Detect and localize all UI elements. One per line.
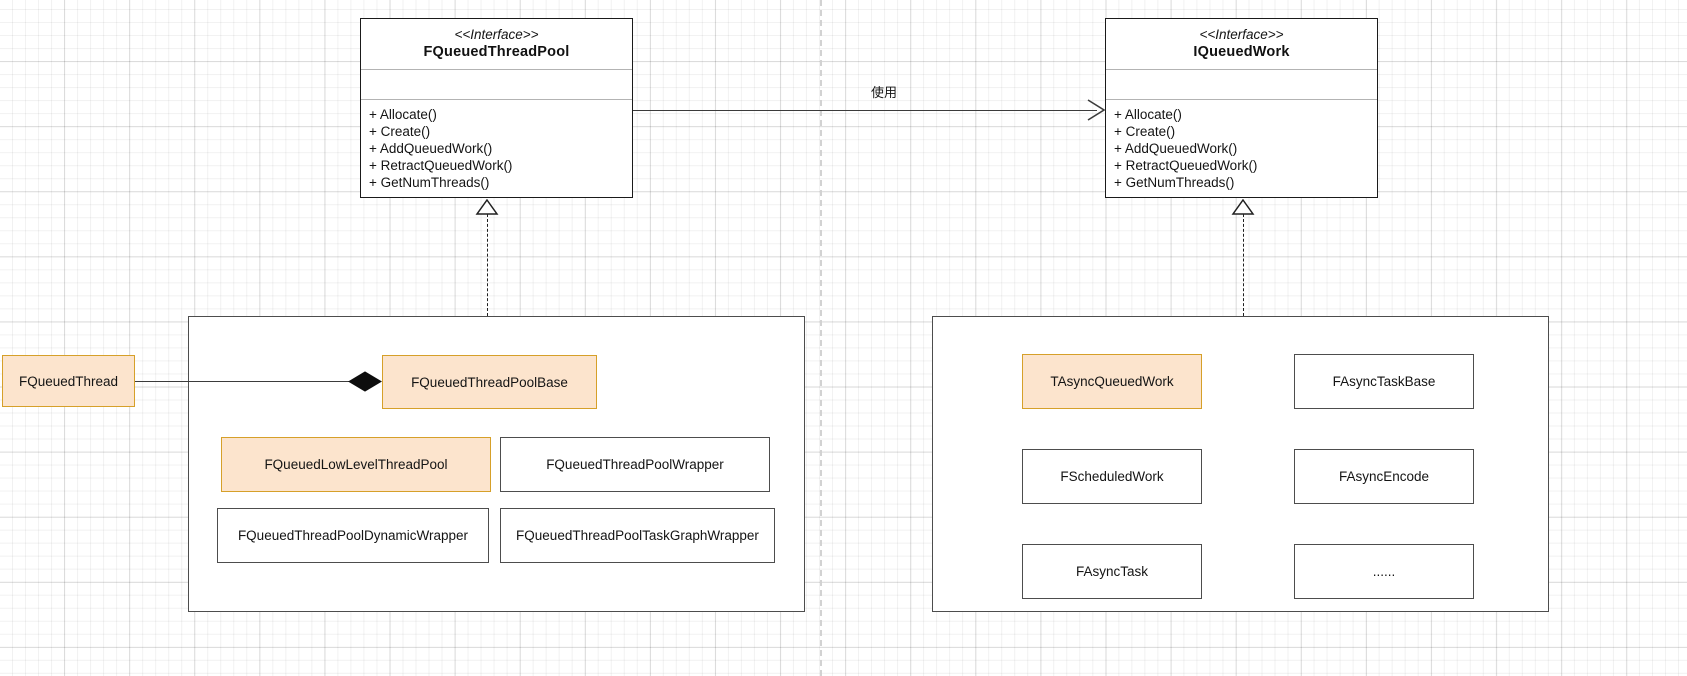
- node-fqueuedlowlevelthreadpool[interactable]: FQueuedLowLevelThreadPool: [221, 437, 491, 492]
- node-fqueuedthreadpoolwrapper[interactable]: FQueuedThreadPoolWrapper: [500, 437, 770, 492]
- uses-edge-line: [633, 110, 1097, 111]
- node-fscheduledwork[interactable]: FScheduledWork: [1022, 449, 1202, 504]
- realization-triangle-right: [1231, 199, 1255, 215]
- operation-item: + GetNumThreads(): [1114, 174, 1235, 190]
- realization-line-left: [486, 214, 488, 316]
- node-label: FAsyncEncode: [1338, 469, 1430, 484]
- interface-header: <<Interface>> FQueuedThreadPool: [361, 19, 632, 70]
- interface-name: FQueuedThreadPool: [423, 43, 570, 60]
- realization-triangle-left: [475, 199, 499, 215]
- node-fasynctask[interactable]: FAsyncTask: [1022, 544, 1202, 599]
- attributes-compartment: [1106, 70, 1377, 100]
- node-tasyncqueuedwork[interactable]: TAsyncQueuedWork: [1022, 354, 1202, 409]
- node-fqueuedthreadpooltaskgraphwrapper[interactable]: FQueuedThreadPoolTaskGraphWrapper: [500, 508, 775, 563]
- operation-item: + RetractQueuedWork(): [1114, 157, 1258, 173]
- node-label: FScheduledWork: [1060, 469, 1164, 484]
- node-label: FQueuedThreadPoolWrapper: [546, 457, 724, 472]
- operations-compartment: + Allocate() + Create() + AddQueuedWork(…: [361, 100, 632, 197]
- operation-item: + GetNumThreads(): [369, 174, 490, 190]
- node-label: FAsyncTaskBase: [1332, 374, 1436, 389]
- composition-diamond: [348, 371, 382, 392]
- node-label: FQueuedLowLevelThreadPool: [264, 457, 448, 472]
- interface-name: IQueuedWork: [1193, 43, 1290, 60]
- node-label: FQueuedThread: [18, 373, 119, 389]
- node-label: FQueuedThreadPoolTaskGraphWrapper: [516, 528, 759, 543]
- attributes-compartment: [361, 70, 632, 100]
- node-fqueuedthreadpooldynamicwrapper[interactable]: FQueuedThreadPoolDynamicWrapper: [217, 508, 489, 563]
- node-label: FQueuedThreadPoolDynamicWrapper: [237, 528, 469, 543]
- node-label: FQueuedThreadPoolBase: [411, 374, 568, 390]
- stereotype-label: <<Interface>>: [1199, 27, 1284, 42]
- page-break-line: [820, 0, 822, 676]
- node-fqueuedthread[interactable]: FQueuedThread: [2, 355, 135, 407]
- operation-item: + Allocate(): [1114, 106, 1182, 122]
- operation-item: + Create(): [1114, 123, 1176, 139]
- node-fasyncencode[interactable]: FAsyncEncode: [1294, 449, 1474, 504]
- operation-item: + RetractQueuedWork(): [369, 157, 513, 173]
- node-label: ......: [1372, 564, 1396, 579]
- node-fasynctaskbase[interactable]: FAsyncTaskBase: [1294, 354, 1474, 409]
- node-label: TAsyncQueuedWork: [1050, 374, 1174, 389]
- operation-item: + AddQueuedWork(): [1114, 140, 1238, 156]
- realization-line-right: [1242, 214, 1244, 316]
- uses-edge-arrowhead: [1087, 99, 1106, 121]
- uses-edge-label: 使用: [871, 85, 898, 100]
- interface-fqueuedthreadpool[interactable]: <<Interface>> FQueuedThreadPool + Alloca…: [360, 18, 633, 198]
- operation-item: + AddQueuedWork(): [369, 140, 493, 156]
- composition-edge-line: [135, 381, 351, 382]
- operations-compartment: + Allocate() + Create() + AddQueuedWork(…: [1106, 100, 1377, 197]
- interface-iqueuedwork[interactable]: <<Interface>> IQueuedWork + Allocate() +…: [1105, 18, 1378, 198]
- stereotype-label: <<Interface>>: [454, 27, 539, 42]
- operation-item: + Create(): [369, 123, 431, 139]
- node-fqueuedthreadpoolbase[interactable]: FQueuedThreadPoolBase: [382, 355, 597, 409]
- node-label: FAsyncTask: [1075, 564, 1149, 579]
- interface-header: <<Interface>> IQueuedWork: [1106, 19, 1377, 70]
- operation-item: + Allocate(): [369, 106, 437, 122]
- node-more-ellipsis[interactable]: ......: [1294, 544, 1474, 599]
